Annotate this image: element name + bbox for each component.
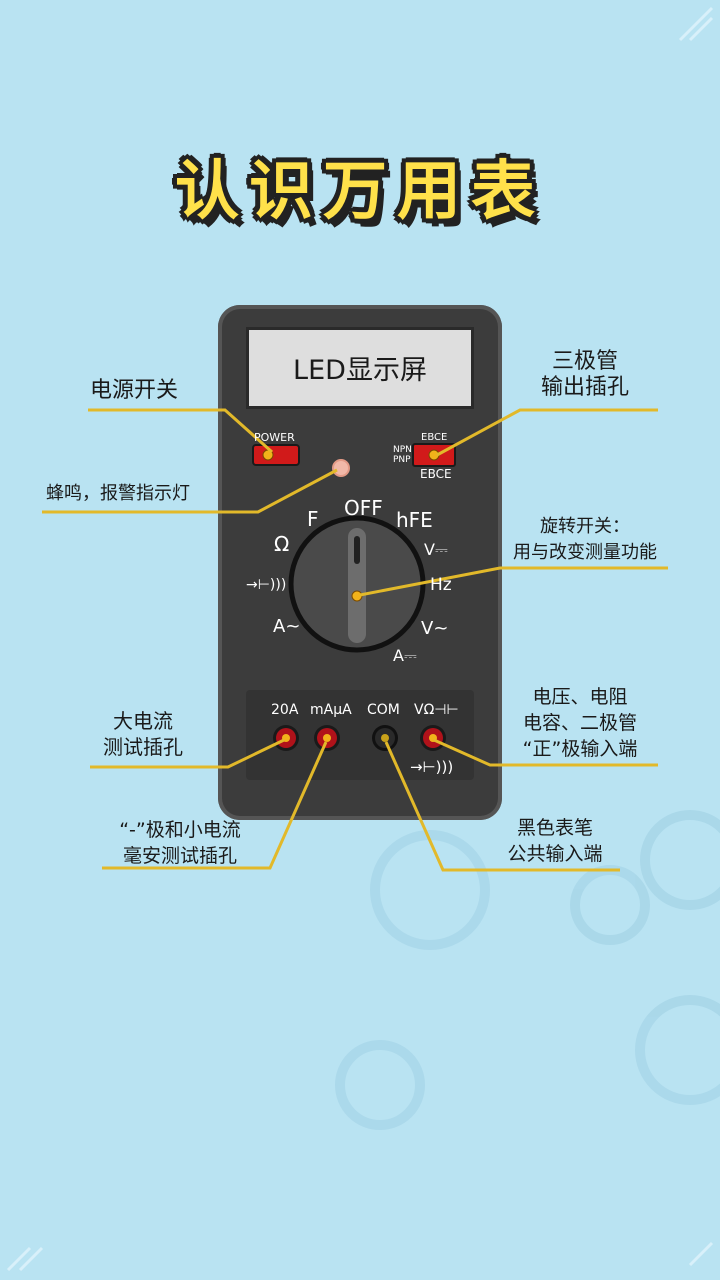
dial-mark-ohm: Ω <box>274 532 290 556</box>
dial-mark-hz: Hz <box>430 575 452 595</box>
dial-pointer-notch <box>354 536 360 564</box>
pnp-label: PNP <box>393 455 411 465</box>
callout-high-current-line1: 大电流 <box>113 709 173 733</box>
callout-neg-small: “-”极和小电流 毫安测试插孔 <box>100 817 260 869</box>
callout-neg-small-line1: “-”极和小电流 <box>119 819 241 841</box>
callout-voltage-res-line3: “正”极输入端 <box>522 738 638 760</box>
callout-rotary-line1: 旋转开关： <box>540 516 630 537</box>
jack-label-diode: →⊢))) <box>410 758 454 776</box>
buzzer-led <box>332 459 350 477</box>
power-label: POWER <box>254 431 295 444</box>
callout-transistor: 三极管 输出插孔 <box>535 349 635 401</box>
display-label: LED显示屏 <box>293 355 427 386</box>
callout-buzzer: 蜂鸣，报警指示灯 <box>46 483 190 504</box>
npn-label: NPN <box>393 445 412 455</box>
callout-high-current-line2: 测试插孔 <box>103 735 183 759</box>
dial-mark-v-ac: V~ <box>421 618 449 639</box>
callout-voltage-res-line2: 电容、二极管 <box>522 712 637 734</box>
dial-mark-hfe: hFE <box>396 508 433 532</box>
jack-label-ma: mAμA <box>310 702 352 718</box>
jack-ma[interactable] <box>314 725 340 751</box>
callout-black-probe-line1: 黑色表笔 <box>516 817 593 839</box>
dial-mark-a-dc: A⎓ <box>393 646 417 665</box>
jack-label-com: COM <box>367 702 400 718</box>
power-switch[interactable] <box>252 444 300 466</box>
callout-transistor-line1: 三极管 <box>551 349 618 374</box>
callout-transistor-line2: 输出插孔 <box>540 375 629 400</box>
callout-high-current: 大电流 测试插孔 <box>88 708 198 760</box>
lcd-display <box>246 327 474 409</box>
jack-com[interactable] <box>372 725 398 751</box>
ebce-bottom-label: EBCE <box>420 467 452 481</box>
callout-black-probe: 黑色表笔 公共输入端 <box>495 815 615 867</box>
jack-label-20a: 20A <box>271 702 299 718</box>
dial-mark-diode: →⊢))) <box>246 577 287 593</box>
callout-black-probe-line2: 公共输入端 <box>507 843 603 865</box>
jack-20a[interactable] <box>273 725 299 751</box>
jack-label-vohm: VΩ⊣⊢ <box>414 702 459 718</box>
page-title: 认识万用表 <box>175 155 545 229</box>
callout-rotary-line2: 用与改变测量功能 <box>513 542 657 563</box>
dial-mark-f: F <box>307 507 319 531</box>
callout-power-switch: 电源开关 <box>90 378 179 403</box>
callout-voltage-res-line1: 电压、电阻 <box>532 686 628 708</box>
callout-neg-small-line2: 毫安测试插孔 <box>122 845 237 867</box>
dial-mark-v-dc: V⎓ <box>424 540 448 559</box>
jack-vohm[interactable] <box>420 725 446 751</box>
dial-mark-off: OFF <box>344 496 383 520</box>
ebce-top-label: EBCE <box>421 432 448 443</box>
leader-lines <box>42 408 668 872</box>
callout-voltage-res: 电压、电阻 电容、二极管 “正”极输入端 <box>505 684 655 762</box>
callout-rotary: 旋转开关： 用与改变测量功能 <box>500 514 670 566</box>
dial-mark-a-ac: A~ <box>273 616 301 637</box>
dial-pointer <box>348 528 366 643</box>
